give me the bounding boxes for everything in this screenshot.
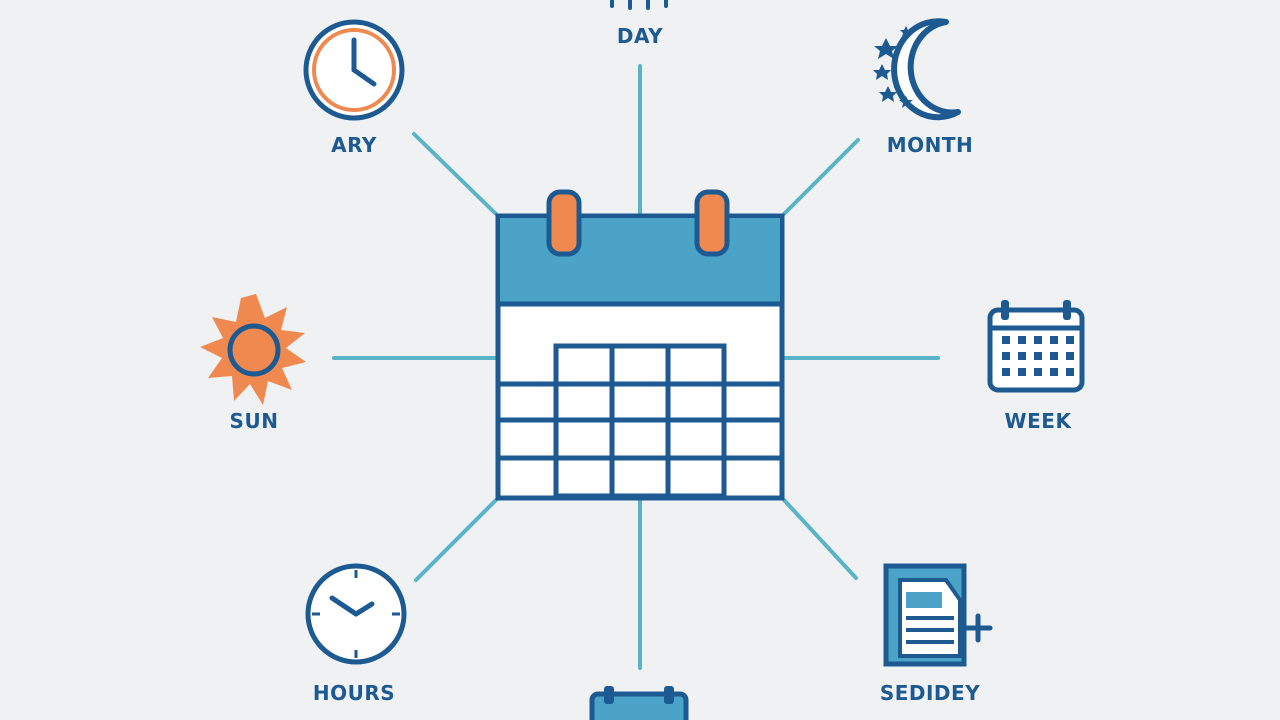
connectors [332, 64, 940, 670]
day-icon [610, 0, 668, 10]
connector-hours [414, 498, 498, 582]
connector-ary [412, 132, 498, 216]
clock-icon [303, 19, 405, 121]
label-sedidey: SEDIDEY [879, 681, 981, 705]
week-calendar-icon [987, 300, 1085, 393]
label-month: MONTH [886, 133, 974, 157]
label-hours: HOURS [312, 681, 396, 705]
crescent-moon-icon [873, 18, 961, 121]
sun-icon [200, 294, 306, 405]
label-day: DAY [616, 24, 664, 48]
connector-month [782, 138, 860, 216]
document-add-icon [883, 563, 993, 667]
label-ary: ARY [331, 133, 377, 157]
hours-clock-icon [305, 563, 407, 665]
label-week: WEEK [1004, 409, 1072, 433]
connector-sedidey [782, 498, 858, 580]
bottom-calendar-icon [589, 686, 689, 720]
calendar-icon [495, 189, 785, 501]
label-sun: SUN [229, 409, 279, 433]
